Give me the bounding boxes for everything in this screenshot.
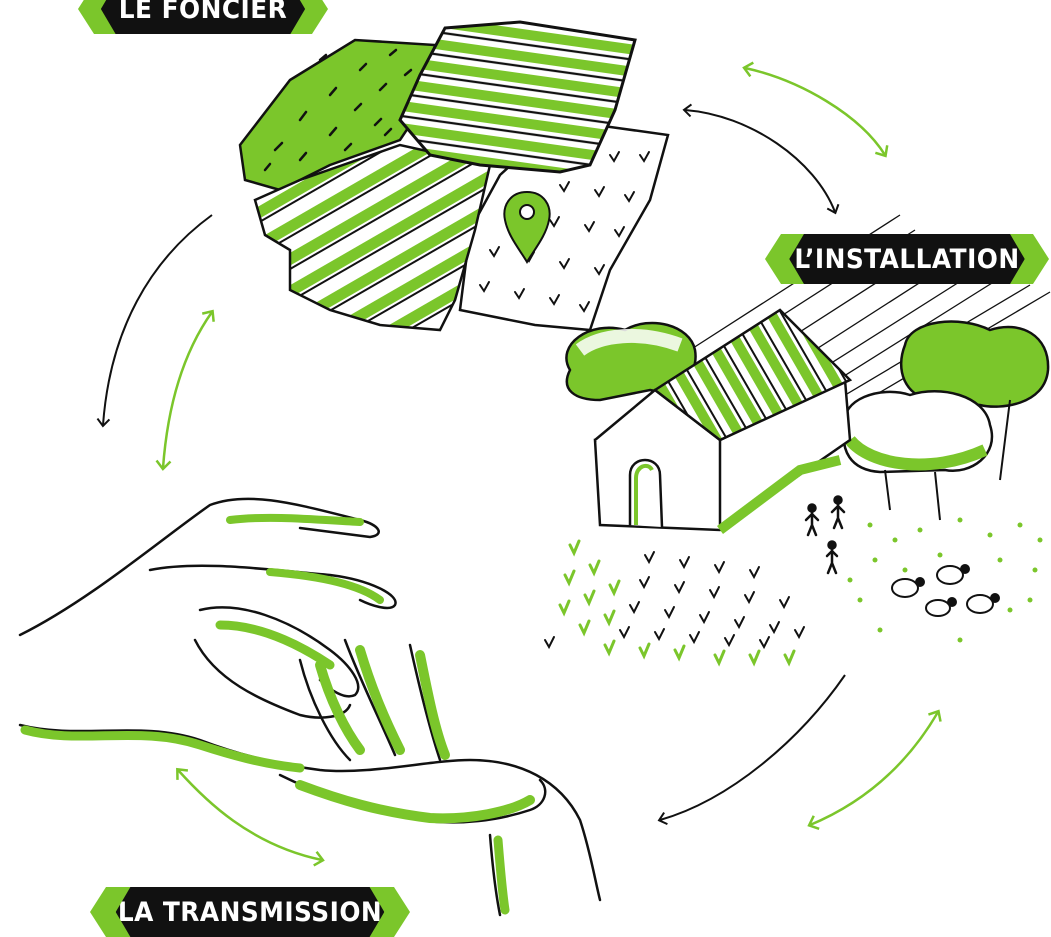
sheep <box>892 565 999 616</box>
label-transmission: LA TRANSMISSION <box>116 887 385 937</box>
arrow-installation-to-transmission <box>660 675 845 820</box>
crop-rows <box>545 541 804 663</box>
arrow-foncier-to-installation <box>685 110 835 212</box>
arrow-foncier-transmission-green <box>163 312 212 468</box>
label-installation: L’INSTALLATION <box>789 234 1025 284</box>
land-parcels-illustration <box>240 22 668 330</box>
arrow-installation-transmission-green <box>810 712 938 825</box>
arrow-foncier-to-transmission <box>103 215 212 425</box>
farmers <box>806 497 844 574</box>
arrow-foncier-installation-green <box>745 68 885 155</box>
label-le-foncier: LE FONCIER <box>101 0 305 34</box>
hands-illustration <box>20 499 600 915</box>
